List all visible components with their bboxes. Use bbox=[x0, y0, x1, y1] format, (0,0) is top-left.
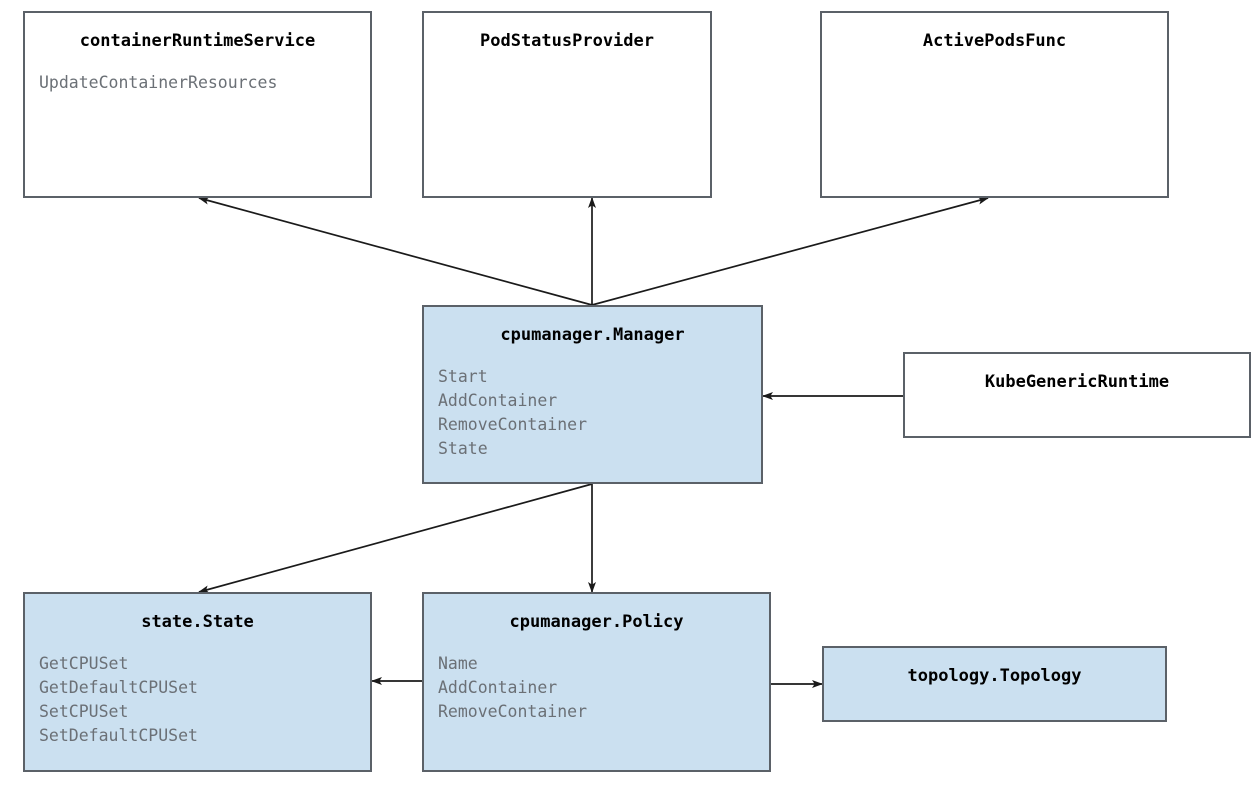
class-node-title: containerRuntimeService bbox=[79, 31, 316, 51]
class-node-member: Name bbox=[438, 654, 478, 673]
class-node-member: GetCPUSet bbox=[39, 654, 129, 673]
class-node-title: state.State bbox=[141, 612, 254, 632]
class-node-topologyTopology[interactable]: topology.Topology bbox=[822, 646, 1167, 722]
edge-manager-to-containerRuntimeService bbox=[198, 196, 593, 306]
class-node-podStatusProvider[interactable]: PodStatusProvider bbox=[422, 11, 712, 198]
class-node-title: cpumanager.Policy bbox=[509, 612, 684, 632]
class-node-member: Start bbox=[438, 367, 488, 386]
class-node-member: RemoveContainer bbox=[438, 415, 588, 434]
class-node-kubeGenericRuntime[interactable]: KubeGenericRuntime bbox=[903, 352, 1251, 438]
class-node-member: AddContainer bbox=[438, 678, 558, 697]
class-node-member: AddContainer bbox=[438, 391, 558, 410]
class-node-member: RemoveContainer bbox=[438, 702, 588, 721]
class-node-title: KubeGenericRuntime bbox=[984, 372, 1170, 392]
class-node-member-list: UpdateContainerResources bbox=[25, 71, 370, 95]
class-node-activePodsFunc[interactable]: ActivePodsFunc bbox=[820, 11, 1169, 198]
edge-manager-to-stateState bbox=[198, 483, 593, 594]
class-node-member: UpdateContainerResources bbox=[39, 73, 278, 92]
class-node-title: PodStatusProvider bbox=[480, 31, 654, 51]
edge-manager-to-activePodsFunc bbox=[591, 196, 989, 306]
class-node-title: cpumanager.Manager bbox=[500, 325, 685, 345]
class-node-member: SetDefaultCPUSet bbox=[39, 726, 198, 745]
class-node-member: SetCPUSet bbox=[39, 702, 129, 721]
class-node-title: ActivePodsFunc bbox=[922, 31, 1067, 51]
class-node-member: State bbox=[438, 439, 488, 458]
class-node-member: GetDefaultCPUSet bbox=[39, 678, 198, 697]
class-node-title: topology.Topology bbox=[907, 666, 1082, 686]
